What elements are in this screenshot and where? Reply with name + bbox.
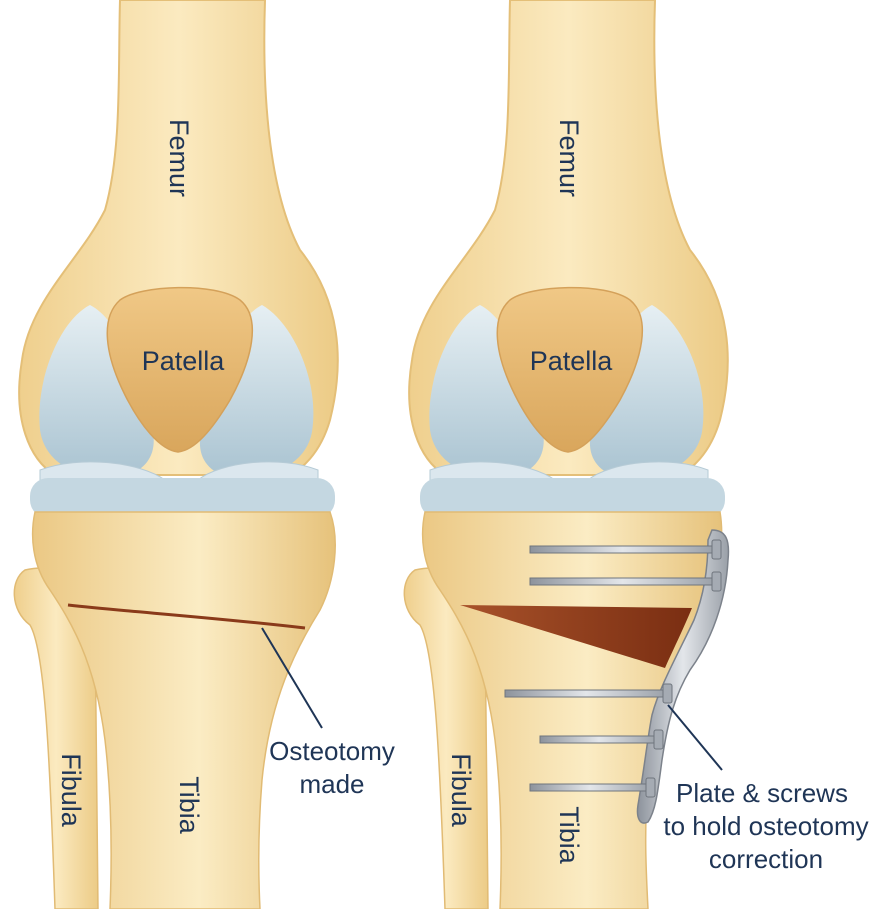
right-plate-callout-line (668, 705, 722, 770)
left-callout-line1: Osteotomy (269, 736, 395, 766)
left-femur-label: Femur (164, 119, 194, 197)
right-callout-line2: to hold osteotomy (663, 811, 868, 841)
right-patella-label: Patella (530, 346, 614, 376)
right-femur-label: Femur (554, 119, 584, 197)
left-patella-label: Patella (142, 346, 226, 376)
left-fibula-label: Fibula (56, 753, 86, 828)
right-tibia-label: Tibia (554, 806, 584, 865)
right-callout-line3: correction (709, 844, 823, 874)
left-tibia-label: Tibia (174, 776, 204, 835)
right-fibula-label: Fibula (446, 753, 476, 828)
right-callout-line1: Plate & screws (676, 778, 848, 808)
left-callout-line2: made (299, 769, 364, 799)
